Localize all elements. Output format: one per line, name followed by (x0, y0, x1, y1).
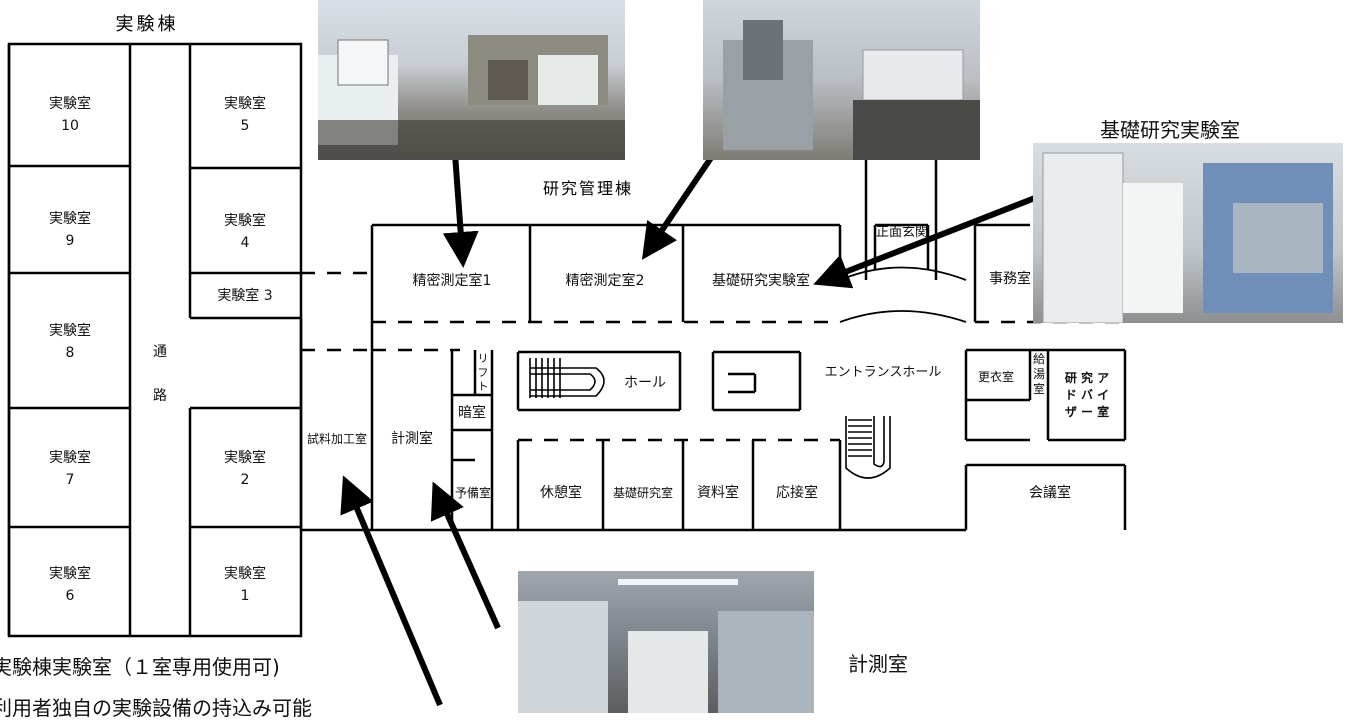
note-equipment: 利用者独自の実験設備の持込み可能 (0, 696, 312, 720)
lab-room-4: 実験室 4 (205, 210, 285, 254)
room-sample-processing: 試料加工室 (306, 432, 367, 446)
room-number: 4 (240, 235, 250, 251)
photo-measurement-room (518, 571, 814, 713)
room-basic-research: 基礎研究室 (612, 486, 673, 500)
photo-precision-room-1 (318, 0, 625, 160)
room-number: 7 (65, 472, 75, 488)
arrow-basic-lab (813, 193, 1042, 289)
room-name: 実験室 (224, 213, 266, 229)
room-name: 実験室 (49, 566, 91, 582)
room-name: 実験室 (49, 450, 91, 466)
kitchen-char: 湯 (1032, 367, 1045, 381)
lab-room-8: 実験室 8 (30, 320, 110, 364)
room-reception: 応接室 (776, 485, 818, 501)
lift-char: リ (477, 352, 489, 365)
passage-lines (301, 271, 1125, 442)
admin-wing (299, 150, 1127, 532)
lab-wing (7, 42, 303, 638)
room-name: 実験室 (49, 323, 91, 339)
photo-measurement-scene (518, 579, 814, 713)
staircase-entrance (845, 416, 891, 479)
room-office: 事務室 (989, 271, 1031, 287)
room-number: 9 (65, 233, 75, 249)
advisor-line: ド バ イ (1064, 388, 1110, 402)
room-spare: 予備室 (454, 486, 491, 500)
lab-room-5: 実験室 5 (205, 93, 285, 137)
advisor-line: ザ ー 室 (1064, 405, 1110, 419)
admin-wing-title: 研究管理棟 (543, 179, 633, 198)
advisor-line: 研 究 ア (1064, 371, 1110, 385)
room-number: 5 (240, 118, 250, 134)
corridor-label: 通路 (140, 330, 180, 418)
label-hall: ホール (624, 375, 666, 391)
room-archive: 資料室 (697, 485, 739, 501)
label-lift: リフト (474, 352, 492, 394)
room-name: 実験室 (224, 566, 266, 582)
room-name: 実験室 (49, 211, 91, 227)
room-measurement: 計測室 (391, 431, 433, 447)
lab-room-9: 実験室 9 (30, 208, 110, 252)
room-number: 10 (61, 118, 79, 134)
lab-room-2: 実験室 2 (205, 447, 285, 491)
corridor-char: 路 (153, 388, 167, 404)
room-number: 8 (65, 345, 75, 361)
room-number: 1 (240, 588, 250, 604)
room-name: 実験室 (224, 96, 266, 112)
corridor-char: 通 (153, 344, 167, 360)
lab-room-3: 実験室 3 (217, 288, 273, 304)
room-basic-lab: 基礎研究実験室 (712, 273, 810, 289)
lab-room-7: 実験室 7 (30, 447, 110, 491)
lab-wing-title: 実験棟 (116, 14, 179, 35)
lab-room-10: 実験室 10 (30, 93, 110, 137)
room-precision-2: 精密測定室2 (565, 273, 645, 289)
staircase-hall (529, 358, 605, 398)
photo-precision2-scene (723, 20, 980, 160)
room-advisor: 研 究 アド バ イザ ー 室 (1050, 370, 1124, 421)
note-lab-exclusive: 実験棟実験室（１室専用使用可) (0, 655, 280, 679)
lab-room-6: 実験室 6 (30, 563, 110, 607)
photo-precision1-scene (318, 35, 625, 160)
room-kitchen: 給湯室 (1030, 352, 1048, 397)
room-meeting: 会議室 (1029, 485, 1071, 501)
room-name: 実験室 (224, 450, 266, 466)
photo-basic-lab (1033, 143, 1343, 323)
room-darkroom: 暗室 (458, 405, 486, 421)
label-main-entrance: 正面玄関 (875, 225, 928, 240)
lift-char: ト (477, 380, 489, 393)
kitchen-char: 給 (1032, 352, 1045, 366)
arrow-measurement (430, 481, 501, 630)
label-entrance-hall: エントランスホール (824, 365, 942, 380)
arrow-sample-proc (340, 475, 443, 707)
photo-basic-lab-scene (1042, 152, 1333, 323)
caption-basic-lab: 基礎研究実験室 (1100, 118, 1240, 142)
room-name: 実験室 (49, 96, 91, 112)
room-number: 2 (240, 472, 250, 488)
door-arcs (839, 266, 967, 323)
room-precision-1: 精密測定室1 (412, 273, 492, 289)
room-lounge: 休憩室 (540, 485, 582, 501)
room-locker: 更衣室 (977, 370, 1014, 384)
kitchen-char: 室 (1032, 382, 1045, 396)
lab-room-1: 実験室 1 (205, 563, 285, 607)
room-number: 6 (65, 588, 75, 604)
caption-measurement: 計測室 (848, 652, 908, 676)
photo-precision-room-2 (703, 0, 980, 160)
lift-char: フ (477, 366, 489, 379)
